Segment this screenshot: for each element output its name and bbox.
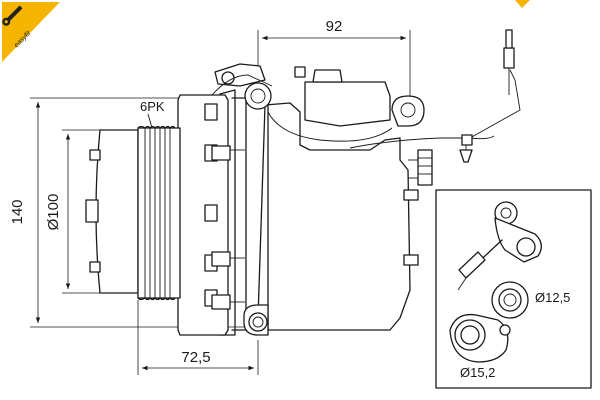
cable-clip bbox=[459, 134, 473, 163]
port-large: Ø15,2 bbox=[449, 313, 511, 380]
dim-top-width-label: 92 bbox=[326, 18, 343, 35]
easyfit-badge: easyfit bbox=[2, 2, 60, 62]
dimension-top-width: 92 bbox=[257, 18, 411, 96]
belt-label: 6PK bbox=[140, 99, 165, 114]
port-small: Ø12,5 bbox=[491, 281, 570, 319]
temperature-probe bbox=[503, 29, 515, 95]
compressor-body bbox=[177, 29, 521, 336]
wrench-icon bbox=[2, 5, 23, 26]
belt-callout: 6PK bbox=[140, 99, 165, 129]
dim-depth-label: 72,5 bbox=[181, 349, 210, 366]
port-large-label: Ø15,2 bbox=[460, 365, 495, 380]
dim-height-label: 140 bbox=[9, 199, 26, 224]
port-detail-panel: Ø12,5 Ø15,2 bbox=[435, 189, 592, 389]
port-small-label: Ø12,5 bbox=[535, 290, 570, 305]
pulley bbox=[85, 125, 181, 301]
dimension-depth: 72,5 bbox=[137, 300, 259, 375]
dimension-pulley-diameter: Ø100 bbox=[45, 129, 100, 294]
connector-plug bbox=[457, 201, 542, 291]
belt-grooves bbox=[144, 128, 171, 298]
dim-pulley-label: Ø100 bbox=[45, 194, 62, 231]
corner-mark bbox=[515, 0, 530, 8]
